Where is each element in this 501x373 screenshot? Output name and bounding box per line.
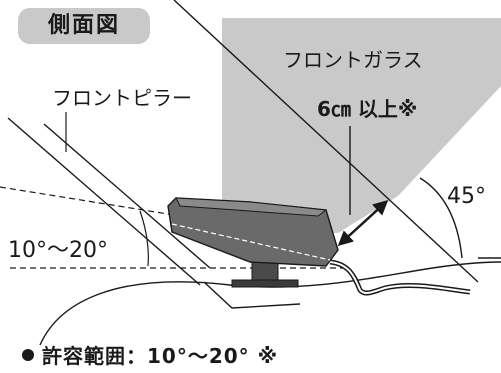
windshield-angle-label: 45°: [447, 184, 486, 209]
side-view-label: 側面図: [18, 8, 150, 44]
allowable-range-text: 許容範囲：10°～20° ※: [42, 344, 279, 368]
dashboard-edge: [203, 281, 301, 309]
device-cable-core: [329, 261, 471, 295]
angle-45-arc: [419, 177, 463, 259]
clearance-arrow: [337, 199, 389, 247]
device-top-face: [175, 197, 328, 217]
clearance-label: 6㎝ 以上※: [317, 97, 418, 121]
dashed-angle-line: [0, 186, 331, 241]
front-pillar-label: フロントピラー: [52, 86, 192, 110]
device-stand-base: [231, 279, 299, 288]
front-pillar-line-inner: [43, 123, 211, 269]
front-pillar-line-outer: [7, 117, 201, 286]
clearance-zone: [222, 18, 501, 233]
allowable-range-note: 許容範囲：10°～20° ※: [22, 346, 278, 366]
windshield-label: フロントガラス: [283, 48, 423, 72]
mount-angle-label: 10°～20°: [8, 238, 108, 263]
device-dashed-edge: [171, 223, 331, 261]
windshield-line: [173, 0, 479, 283]
mount-angle-arc: [139, 210, 149, 267]
bullet-icon: [22, 349, 34, 361]
